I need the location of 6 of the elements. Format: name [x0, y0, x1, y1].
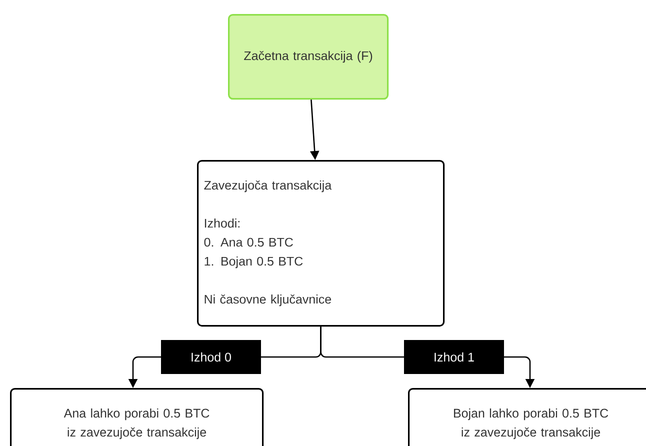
outcome-box: Ana lahko porabi 0.5 BTC iz zavezujoče transakcije	[10, 388, 264, 446]
edge-label: Izhod 1	[404, 340, 504, 374]
outcome-box: Bojan lahko porabi 0.5 BTC iz zavezujoče transakcije	[408, 388, 646, 446]
edge-label: Izhod 0	[161, 340, 261, 374]
start-box: Začetna transakcija (F)	[228, 14, 389, 100]
transaction-box: Zavezujoča transakcija Izhodi: 0. Ana 0.5 BTC 1. Bojan 0.5 BTC Ni časovne ključavnice	[197, 160, 445, 327]
